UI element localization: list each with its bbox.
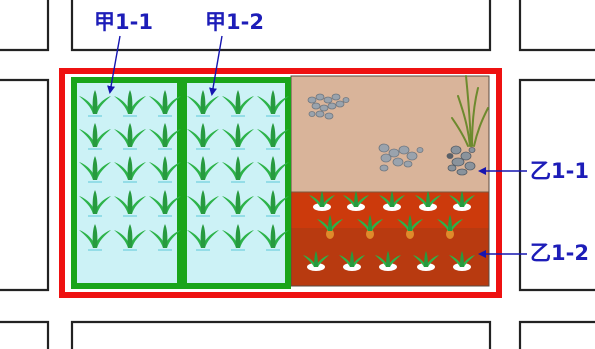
label-plot-a2: 甲1-2 bbox=[205, 10, 264, 34]
label-plot-b1: 乙1-1 bbox=[530, 159, 589, 183]
farmland-area-bottom bbox=[291, 228, 489, 286]
label-plot-a1: 甲1-1 bbox=[94, 10, 153, 34]
rice-seedling-icon-group-1 bbox=[79, 90, 181, 250]
rice-seedling-icon-group-2 bbox=[187, 90, 289, 250]
label-plot-b2: 乙1-2 bbox=[530, 241, 589, 265]
